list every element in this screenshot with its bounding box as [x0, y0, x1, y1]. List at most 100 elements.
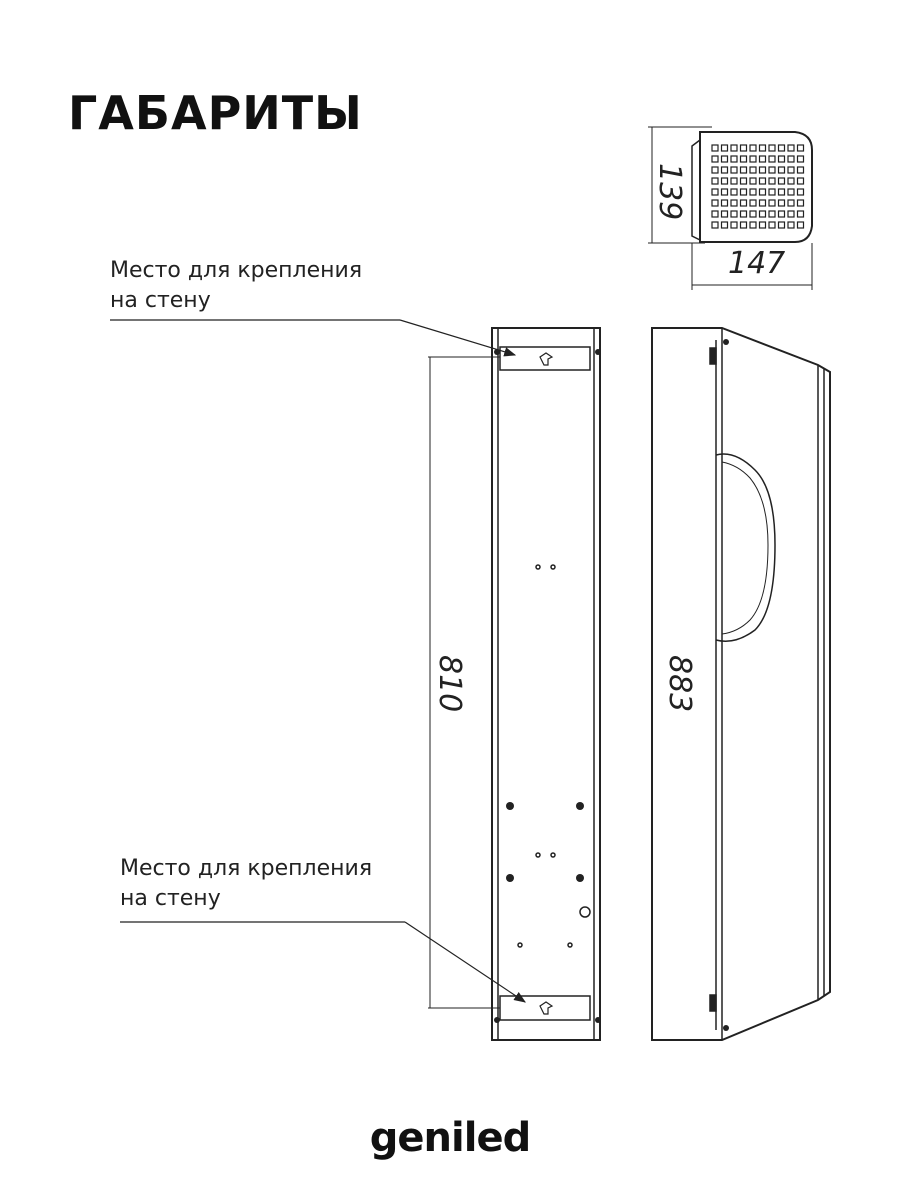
grille-pattern: [711, 144, 805, 229]
grille-cell: [739, 221, 748, 229]
grille-cell: [720, 210, 729, 218]
grille-cell: [711, 188, 719, 196]
grille-cell: [739, 188, 748, 196]
grille-cell: [739, 210, 748, 218]
grille-cell: [739, 177, 748, 185]
mount-label-bottom-line2: на стену: [120, 886, 221, 911]
grille-cell: [777, 155, 786, 163]
grille-cell: [777, 188, 786, 196]
grille-cell: [730, 166, 738, 174]
grille-cell: [796, 221, 805, 229]
grille-cell: [711, 144, 719, 152]
mount-bracket-bottom: [499, 995, 591, 1021]
grille-cell: [730, 155, 738, 163]
grille-cell: [787, 221, 795, 229]
grille-cell: [711, 166, 719, 174]
grille-cell: [749, 155, 757, 163]
leader-top: [110, 319, 517, 357]
grille-cell: [796, 144, 805, 152]
mount-bracket-top: [499, 346, 591, 371]
grille-cell: [758, 199, 767, 207]
grille-cell: [787, 199, 795, 207]
side-view: 883: [651, 327, 831, 1041]
grille-cell: [758, 177, 767, 185]
grille-cell: [796, 177, 805, 185]
dim-883: 883: [662, 655, 697, 712]
grille-cell: [768, 166, 776, 174]
mount-label-bottom-line1: Место для крепления: [120, 856, 373, 881]
grille-cell: [711, 177, 719, 185]
grille-cell: [796, 210, 805, 218]
grille-cell: [720, 166, 729, 174]
grille-cell: [777, 166, 786, 174]
dim-147: 147: [728, 246, 785, 281]
grille-cell: [711, 221, 719, 229]
grille-cell: [739, 144, 748, 152]
grille-cell: [768, 177, 776, 185]
grille-cell: [739, 166, 748, 174]
grille-cell: [711, 199, 719, 207]
grille-cell: [749, 144, 757, 152]
grille-cell: [768, 155, 776, 163]
grille-cell: [768, 210, 776, 218]
grille-cell: [749, 199, 757, 207]
grille-cell: [796, 188, 805, 196]
grille-cell: [758, 221, 767, 229]
grille-cell: [787, 177, 795, 185]
leader-bottom: [120, 921, 526, 1003]
grille-cell: [787, 166, 795, 174]
grille-cell: [730, 188, 738, 196]
grille-cell: [720, 188, 729, 196]
grille-cell: [787, 210, 795, 218]
grille-cell: [768, 199, 776, 207]
grille-cell: [730, 177, 738, 185]
mount-label-bottom: Место для крепления на стену: [120, 854, 372, 914]
grille-cell: [777, 144, 786, 152]
grille-cell: [777, 221, 786, 229]
grille-cell: [787, 188, 795, 196]
grille-cell: [768, 188, 776, 196]
grille-cell: [777, 177, 786, 185]
grille-cell: [796, 166, 805, 174]
mount-label-top-line2: на стену: [110, 288, 211, 313]
grille-cell: [720, 144, 729, 152]
grille-cell: [749, 221, 757, 229]
mount-label-top: Место для крепления на стену: [110, 256, 362, 316]
grille-cell: [758, 210, 767, 218]
grille-cell: [768, 144, 776, 152]
grille-cell: [768, 221, 776, 229]
grille-cell: [787, 144, 795, 152]
mount-label-top-line1: Место для крепления: [110, 258, 363, 283]
dim-810: 810: [432, 655, 467, 712]
grille-cell: [711, 155, 719, 163]
grille-cell: [749, 166, 757, 174]
grille-cell: [730, 199, 738, 207]
grille-cell: [758, 144, 767, 152]
grille-cell: [796, 199, 805, 207]
grille-cell: [720, 221, 729, 229]
grille-cell: [758, 155, 767, 163]
front-view: 810: [428, 327, 601, 1041]
page-title: ГАБАРИТЫ: [68, 86, 363, 140]
cross-section-view: 139 147: [648, 126, 813, 290]
brand-logo: geniled: [369, 1115, 531, 1161]
dim-139: 139: [652, 163, 687, 220]
grille-cell: [739, 155, 748, 163]
grille-cell: [777, 210, 786, 218]
grille-cell: [711, 210, 719, 218]
grille-cell: [749, 210, 757, 218]
grille-cell: [796, 155, 805, 163]
grille-cell: [720, 155, 729, 163]
grille-cell: [730, 210, 738, 218]
grille-cell: [720, 199, 729, 207]
grille-cell: [787, 155, 795, 163]
grille-cell: [749, 177, 757, 185]
grille-cell: [730, 221, 738, 229]
grille-cell: [777, 199, 786, 207]
grille-cell: [749, 188, 757, 196]
grille-cell: [739, 199, 748, 207]
grille-cell: [758, 188, 767, 196]
grille-cell: [730, 144, 738, 152]
grille-cell: [720, 177, 729, 185]
